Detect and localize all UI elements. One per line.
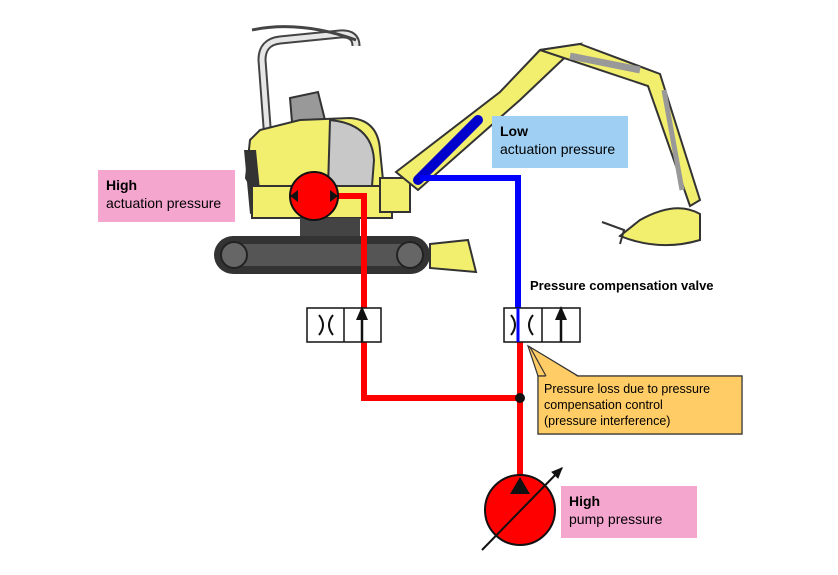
high-pump-text: pump pressure [569, 511, 663, 527]
callout-line-1: Pressure loss due to pressure [544, 382, 711, 396]
high-pressure-lines [330, 193, 523, 486]
high-pump-pressure-label: High pump pressure [561, 486, 697, 538]
junction-dot [515, 393, 525, 403]
high-actuation-title: High [106, 177, 138, 193]
low-pressure-line [420, 175, 521, 318]
low-actuation-pressure-label: Low actuation pressure [492, 116, 628, 168]
valve-symbol-right [503, 306, 581, 343]
high-actuation-pressure-label: High actuation pressure [98, 170, 235, 222]
pressure-loss-callout-text: Pressure loss due to pressure compensati… [544, 381, 740, 429]
callout-line-3: (pressure interference) [544, 414, 671, 428]
high-pump-title: High [569, 493, 601, 509]
swing-motor-symbol [289, 171, 339, 221]
low-actuation-text: actuation pressure [500, 141, 616, 157]
valve-symbol-left [306, 306, 382, 343]
pump-symbol [481, 467, 563, 551]
pressure-compensation-valve-label: Pressure compensation valve [530, 278, 714, 293]
high-actuation-text: actuation pressure [106, 195, 222, 211]
callout-line-2: compensation control [544, 398, 663, 412]
low-actuation-title: Low [500, 123, 528, 139]
